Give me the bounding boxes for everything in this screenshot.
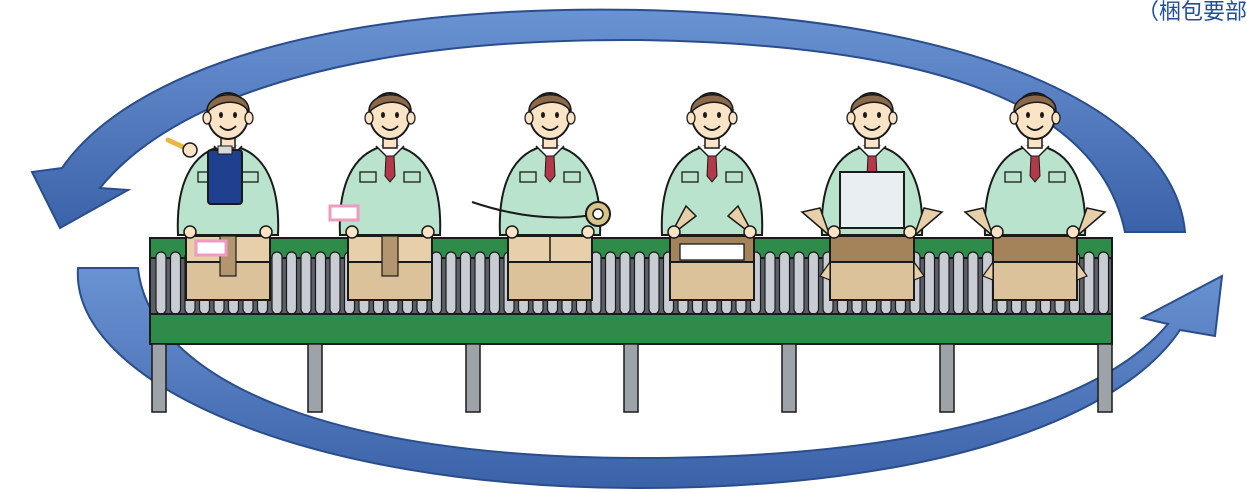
roller (983, 252, 993, 314)
roller (490, 252, 500, 314)
conveyor-leg (466, 344, 480, 412)
tie (1030, 156, 1040, 182)
worker-station-close (662, 93, 762, 300)
tie (545, 156, 555, 182)
roller (446, 252, 456, 314)
roller (794, 252, 804, 314)
roller (765, 252, 775, 314)
roller (809, 252, 819, 314)
cardboard-box (508, 260, 592, 300)
roller (330, 252, 340, 314)
conveyor-leg (152, 344, 166, 412)
tie (707, 156, 717, 182)
roller (171, 252, 181, 314)
roller (780, 252, 790, 314)
roller (272, 252, 282, 314)
roller-conveyor (150, 238, 1112, 412)
conveyor-leg (940, 344, 954, 412)
packing-tape (382, 236, 398, 276)
roller (287, 252, 297, 314)
conveyor-leg (308, 344, 322, 412)
roller (649, 252, 659, 314)
roller (156, 252, 166, 314)
conveyor-leg (624, 344, 638, 412)
roller (968, 252, 978, 314)
roller (316, 252, 326, 314)
roller (1084, 252, 1094, 314)
roller (1099, 252, 1109, 314)
roller (301, 252, 311, 314)
roller (606, 252, 616, 314)
roller (620, 252, 630, 314)
cardboard-box (830, 260, 914, 300)
roller (925, 252, 935, 314)
conveyor-leg (782, 344, 796, 412)
shipping-label (196, 241, 226, 255)
cardboard-box (993, 260, 1077, 300)
cardboard-box (670, 260, 754, 300)
roller (954, 252, 964, 314)
roller (635, 252, 645, 314)
roller (461, 252, 471, 314)
conveyor-legs (152, 344, 1112, 412)
corner-caption: （梱包要部 (1137, 0, 1247, 26)
packed-item (840, 172, 904, 228)
tie (385, 156, 395, 182)
conveyor-leg (1098, 344, 1112, 412)
roller (939, 252, 949, 314)
label-sticker (330, 206, 358, 220)
roller (475, 252, 485, 314)
clipboard (208, 150, 242, 204)
